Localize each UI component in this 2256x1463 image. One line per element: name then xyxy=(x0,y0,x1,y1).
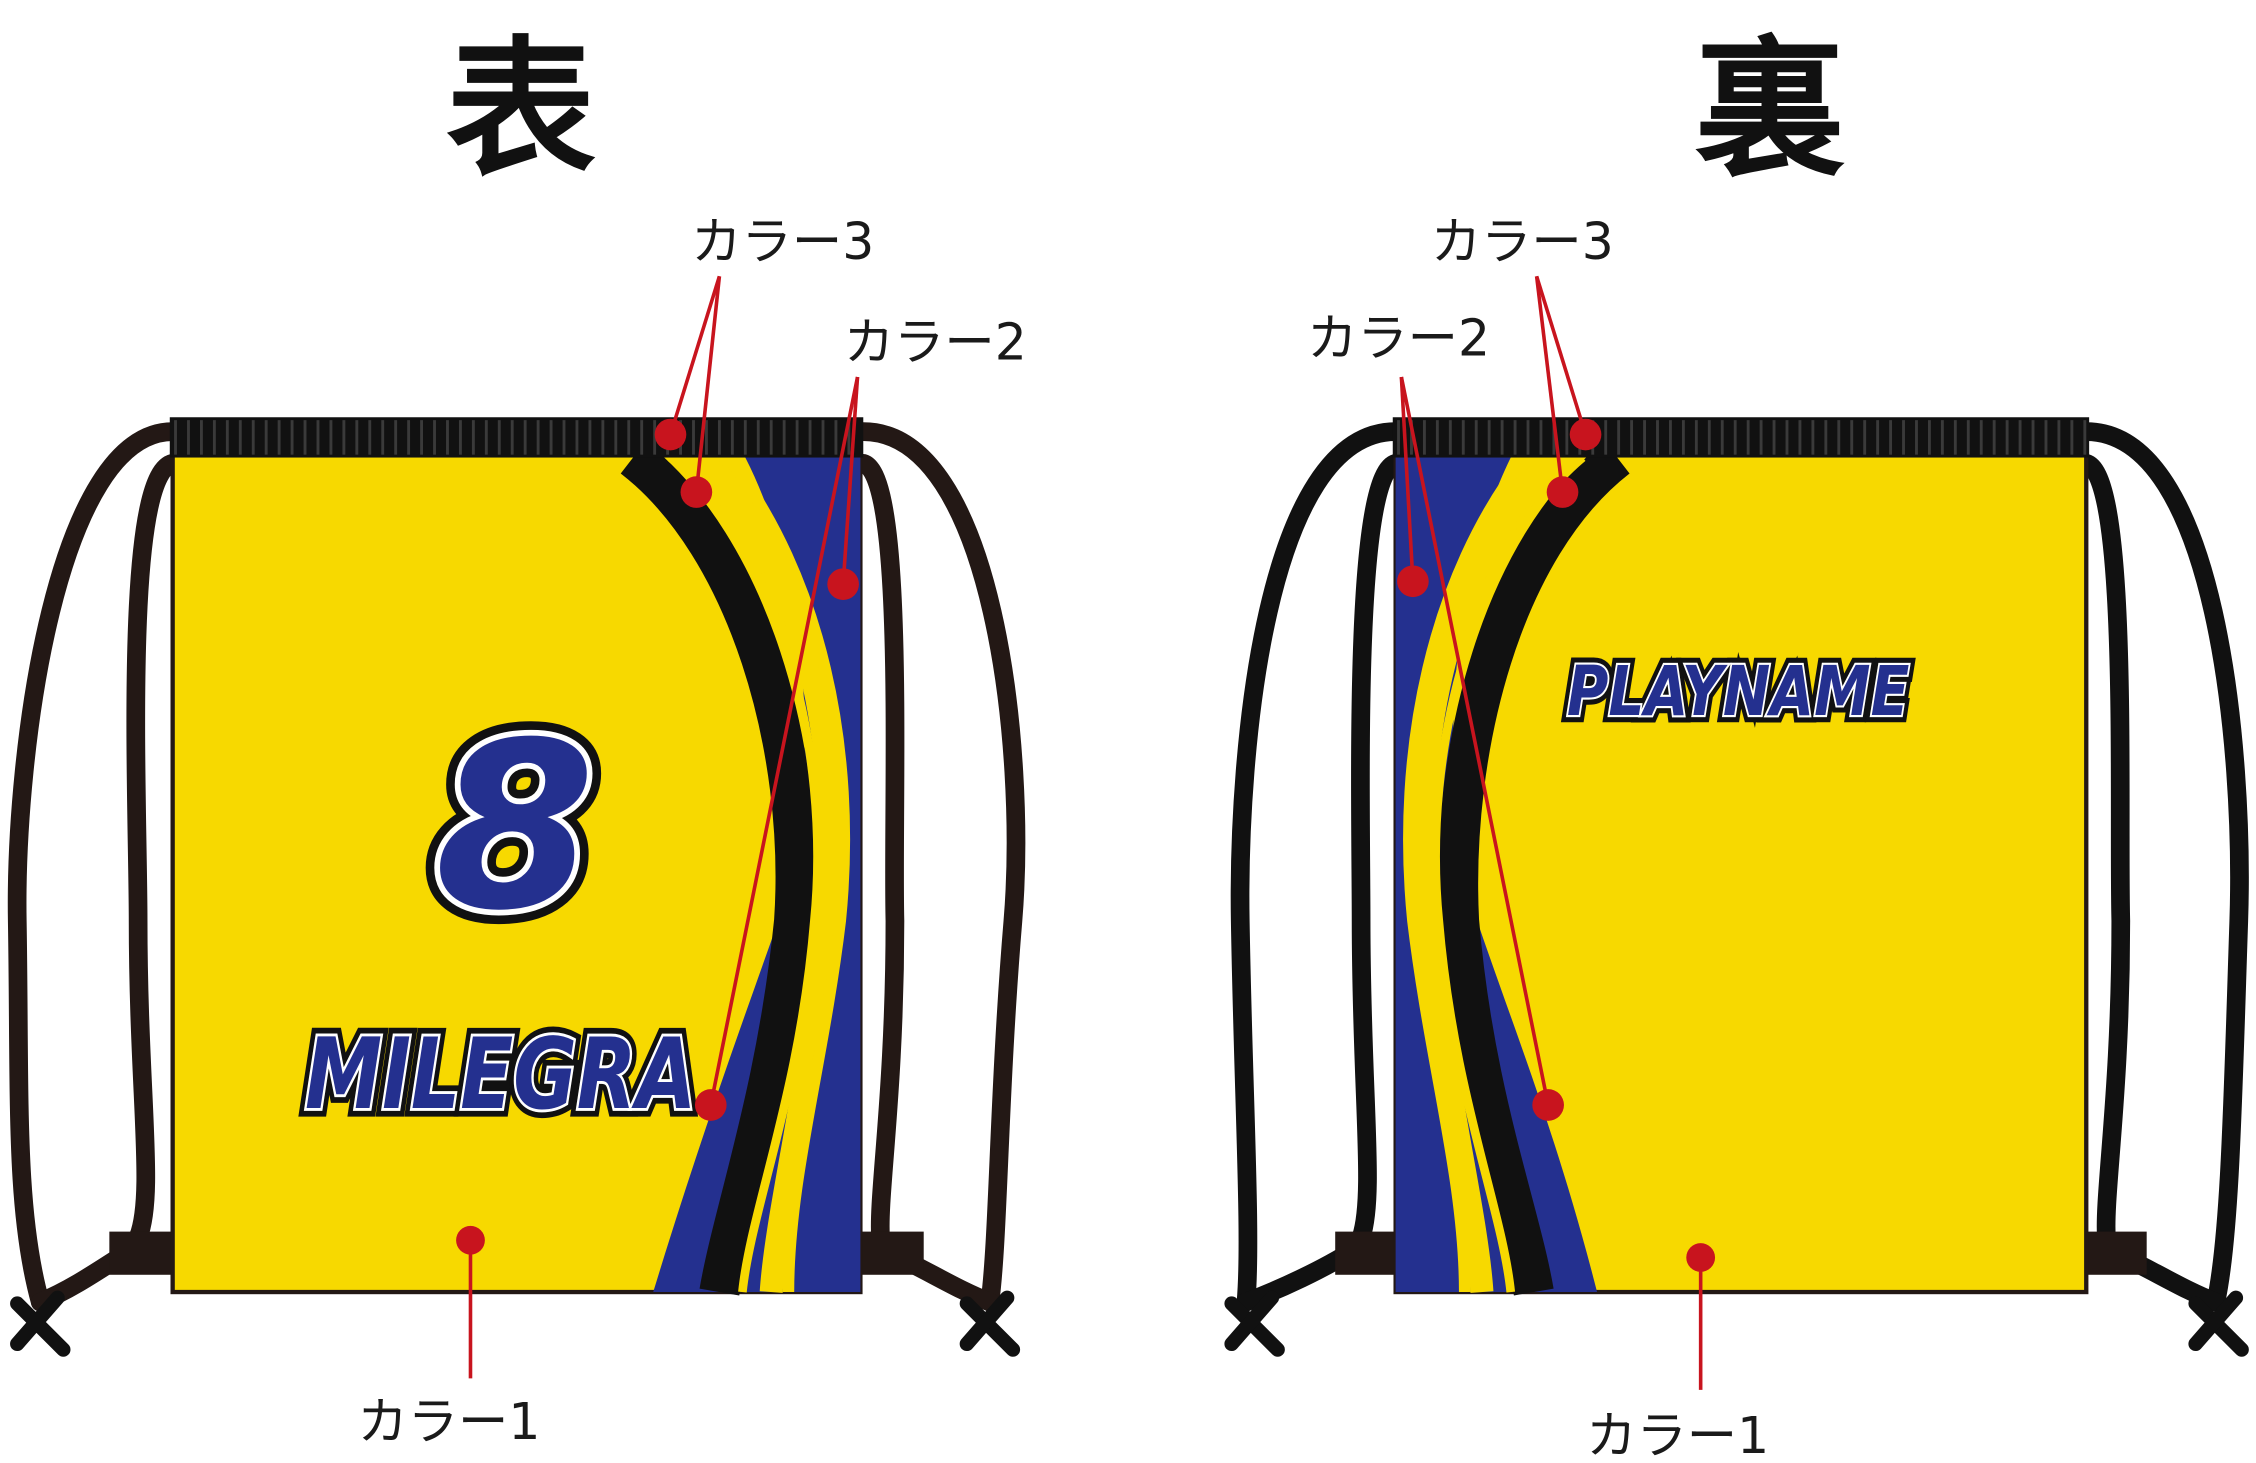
back-title: 裏 xyxy=(1695,22,1845,197)
front-number-outline: 8 xyxy=(435,693,595,961)
callout-markers xyxy=(456,418,1716,1272)
front-color3-marker-b xyxy=(680,476,713,508)
back-bag: PLAYNAME PLAYNAME xyxy=(1224,417,2249,1357)
back-color2-marker-a xyxy=(1397,565,1429,598)
front-color3-marker-a xyxy=(654,418,687,451)
front-stripe-thin xyxy=(723,453,851,1293)
back-color3-marker-a xyxy=(1569,418,1602,451)
back-name-outline: PLAYNAME xyxy=(1567,652,1909,732)
back-color3-marker-b xyxy=(1546,476,1579,508)
front-name-outline: MILEGRA xyxy=(305,1018,696,1132)
front-color3-label: カラー3 xyxy=(691,212,874,271)
back-color1-marker xyxy=(1686,1243,1716,1272)
front-color2-label: カラー2 xyxy=(844,313,1027,372)
back-stripe-color1 xyxy=(1411,449,1562,1293)
back-channel-ribs xyxy=(1397,420,2087,455)
front-stripe-color3 xyxy=(620,441,816,1296)
back-color2-marker-b xyxy=(1532,1089,1564,1121)
back-cord-ends xyxy=(1224,1290,2249,1357)
back-right-tab xyxy=(2083,1231,2147,1275)
back-color2-label: カラー2 xyxy=(1307,308,1490,367)
back-top-channel-color3 xyxy=(1392,417,2090,458)
front-left-tab xyxy=(109,1231,176,1275)
front-name: MILEGRA xyxy=(305,1018,696,1132)
back-stripe-thin xyxy=(1403,453,1530,1293)
front-number: 8 xyxy=(435,693,595,961)
front-right-tab xyxy=(860,1231,924,1275)
back-color1-label: カラー1 xyxy=(1586,1406,1769,1463)
front-top-channel-color3 xyxy=(169,417,864,458)
back-left-tab xyxy=(1335,1231,1399,1275)
front-color2-marker-b xyxy=(694,1089,727,1121)
front-color1-label: カラー1 xyxy=(357,1392,540,1451)
front-stripe-thin-2 xyxy=(667,454,822,1293)
front-bag: 8 8 MILEGRA MILEGRA xyxy=(7,417,1026,1357)
front-color2-marker-a xyxy=(827,568,859,600)
front-title: 表 xyxy=(446,22,596,197)
front-color1-marker xyxy=(456,1225,485,1255)
front-stripe-color1 xyxy=(691,449,842,1293)
back-stripe-color3 xyxy=(1437,441,1630,1296)
back-color3-label: カラー3 xyxy=(1431,212,1614,271)
callout-lines xyxy=(468,275,1703,1390)
back-stripe-thin-2 xyxy=(1431,454,1586,1293)
back-name: PLAYNAME xyxy=(1567,652,1909,732)
front-cord-ends xyxy=(10,1290,1021,1357)
